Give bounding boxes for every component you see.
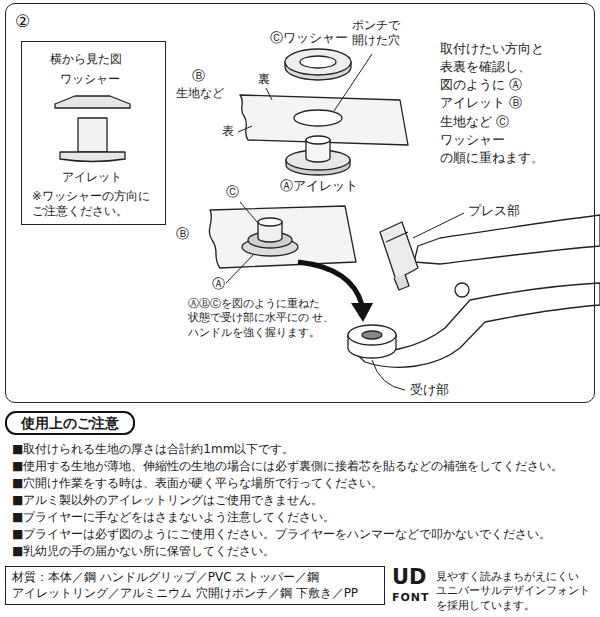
part-label: 裏 (258, 72, 270, 88)
material-box: 材質：本体／鋼 ハンドルグリップ／PVC ストッパー／鋼 アイレットリング／アル… (5, 566, 385, 605)
fabric (240, 95, 408, 145)
part-label: ポンチで 開けた穴 (352, 18, 414, 48)
leader-line (226, 254, 254, 283)
leader-line (334, 54, 372, 111)
press-part-edge (386, 232, 408, 242)
side-view-box: 横から見た図ワッシャーアイレット ※ワッシャーの方向に ご注意ください。 (21, 41, 166, 225)
caution-item: ■乳幼児の手の届かない所に保管してください。 (12, 544, 275, 560)
node-text: ※ワッシャーの方向に ご注意ください。 (32, 189, 160, 219)
leader-line (240, 202, 258, 223)
leader-line (266, 88, 272, 100)
eyelet-side-flange (60, 152, 125, 162)
ud-font-logo: UD (392, 566, 426, 589)
caution-item: ■プライヤーは必ず図のようにご使用ください。プライヤーをハンマーなどで叩かないで… (12, 527, 551, 543)
press-part (380, 222, 418, 280)
eyelet-tube-top (306, 136, 330, 144)
instruction-text: 見やすく読みまちがえにくい ユニバーサルデザインフォント を採用しています。 (436, 570, 596, 613)
part-label: 生地など (176, 86, 224, 102)
leader-line (413, 213, 464, 238)
node-text: ワッシャー (60, 72, 120, 87)
leader-line (372, 360, 405, 390)
part-label: Ⓑ (192, 68, 205, 85)
node-heading: 材質：本体／鋼 ハンドルグリップ／PVC ストッパー／鋼 アイレットリング／アル… (12, 570, 378, 601)
part-label: 受け部 (410, 382, 449, 398)
caution-item: ■使用する生地が薄地、伸縮性の生地の場合には必ず裏側に接着芯を貼るなどの補強をし… (12, 459, 563, 475)
punched-hole (294, 110, 342, 126)
receiving-part (348, 325, 396, 345)
node-text: アイレット (62, 170, 122, 185)
ud-font-logo: FONT (392, 591, 430, 605)
press-pin (394, 274, 409, 290)
instruction-text: 取付けたい方向と 表裏を確認し、 図のように Ⓐアイレット Ⓑ生地など Ⓒワッシ… (440, 40, 558, 167)
part-label: Ⓐ (212, 276, 225, 293)
caution-item: ■取付けられる生地の厚さは合計約1mm以下です。 (12, 442, 294, 458)
stack-eyelet-top (258, 218, 282, 226)
move-arrow-head (351, 303, 373, 322)
pliers-upper-handle (414, 215, 600, 264)
caution-item: ■プライヤーに手などをはさまないよう注意してください。 (12, 510, 335, 526)
caution-item: ■アルミ製以外のアイレットリングはご使用できません。 (12, 493, 323, 509)
node-heading: 横から見た図 (50, 52, 122, 68)
node-heading: ② (15, 10, 30, 32)
part-label: Ⓒ (226, 184, 239, 201)
caution-heading-box: 使用上のご注意 (5, 411, 135, 435)
instruction-text: ⒶⒷⒸを図のように重ねた 状態で受け部に水平にの せ、ハンドルを強く握ります。 (188, 297, 348, 340)
node-heading: 使用上のご注意 (21, 414, 119, 432)
part-label: Ⓑ (176, 226, 189, 243)
part-label: Ⓐアイレット (280, 178, 358, 194)
eyelet-side-tube (78, 118, 107, 152)
washer-side (55, 96, 130, 108)
receiving-part-hole (362, 331, 382, 339)
pivot (455, 283, 469, 297)
part-label: プレス部 (468, 203, 520, 219)
washer (285, 49, 351, 75)
leader-line (238, 126, 252, 132)
fabric-lower (209, 206, 356, 268)
part-label: Ⓒワッシャー (270, 30, 348, 46)
washer-hole (300, 56, 336, 68)
caution-item: ■穴開け作業をする時は、表面が硬く平らな場所で行ってください。 (12, 476, 383, 492)
part-label: 表 (222, 124, 234, 140)
